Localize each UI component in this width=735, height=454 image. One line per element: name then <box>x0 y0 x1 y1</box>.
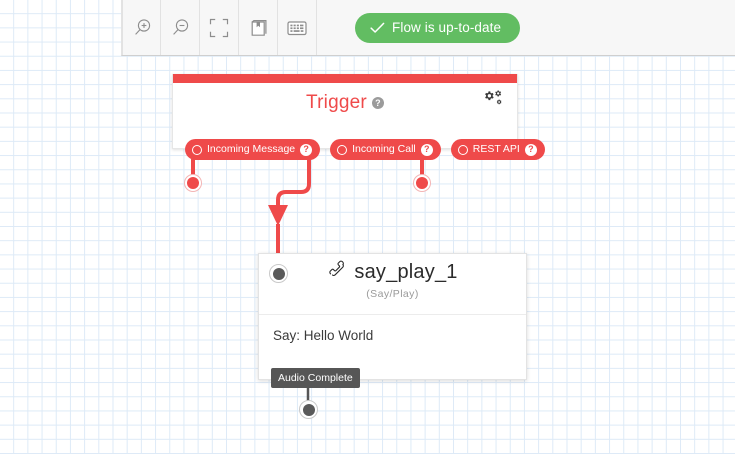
dot-core <box>416 177 428 189</box>
say-play-header: say_play_1 (Say/Play) <box>259 254 526 315</box>
dot-core <box>272 267 285 280</box>
dot-core <box>187 177 199 189</box>
trigger-output-pills: Incoming Message ? Incoming Call ? REST … <box>185 139 545 160</box>
keypad-button[interactable] <box>278 0 317 55</box>
incoming-call-help-icon[interactable]: ? <box>420 143 433 156</box>
trigger-output-label: REST API <box>472 143 520 156</box>
circle-icon <box>192 144 202 155</box>
trigger-output-rest-api[interactable]: REST API ? <box>450 139 545 160</box>
zoom-out-button[interactable] <box>161 0 200 55</box>
keypad-icon <box>286 19 308 37</box>
trigger-title-row: Trigger ? <box>173 92 517 114</box>
say-play-body-text: Say: Hello World <box>273 328 374 343</box>
fit-screen-button[interactable] <box>200 0 239 55</box>
say-play-type-label: (Say/Play) <box>366 288 419 300</box>
flow-status-badge[interactable]: Flow is up-to-date <box>355 12 521 43</box>
book-icon <box>248 18 268 38</box>
flow-status-label: Flow is up-to-date <box>392 20 502 35</box>
fit-screen-icon <box>209 18 229 38</box>
documentation-button[interactable] <box>239 0 278 55</box>
trigger-help-icon[interactable]: ? <box>371 97 384 109</box>
say-play-title: say_play_1 <box>354 260 458 283</box>
trigger-output-incoming-message[interactable]: Incoming Message ? <box>185 139 321 160</box>
trigger-output-label: Incoming Call <box>352 143 416 156</box>
circle-icon <box>457 144 468 155</box>
zoom-in-button[interactable] <box>122 0 161 55</box>
incoming-message-help-icon[interactable]: ? <box>300 143 313 156</box>
zoom-out-icon <box>169 17 191 39</box>
phone-icon <box>327 260 347 284</box>
audio-complete-label[interactable]: Audio Complete <box>271 368 360 388</box>
zoom-in-icon <box>131 17 153 39</box>
trigger-accent-bar <box>173 74 517 83</box>
trigger-widget[interactable]: Trigger ? Incoming Message ? <box>172 74 545 160</box>
trigger-body: Trigger ? Incoming Message ? <box>173 83 545 160</box>
trigger-output-incoming-call[interactable]: Incoming Call ? <box>330 139 441 160</box>
say-play-widget[interactable]: say_play_1 (Say/Play) Say: Hello World <box>258 253 527 380</box>
connector-endpoint-incoming-message[interactable] <box>184 174 202 192</box>
canvas-toolbar: Flow is up-to-date <box>121 0 735 56</box>
dot-core <box>302 403 315 416</box>
connector-endpoint-rest-api[interactable] <box>413 174 431 192</box>
trigger-output-label: Incoming Message <box>207 143 296 156</box>
circle-icon <box>337 144 348 155</box>
gears-icon[interactable] <box>484 90 506 113</box>
check-icon <box>370 22 385 34</box>
say-play-title-row: say_play_1 <box>259 260 526 284</box>
trigger-title: Trigger <box>306 92 367 113</box>
say-play-input-connector[interactable] <box>269 264 288 283</box>
audio-complete-output-connector[interactable] <box>299 400 318 419</box>
rest-api-help-icon[interactable]: ? <box>524 143 537 156</box>
